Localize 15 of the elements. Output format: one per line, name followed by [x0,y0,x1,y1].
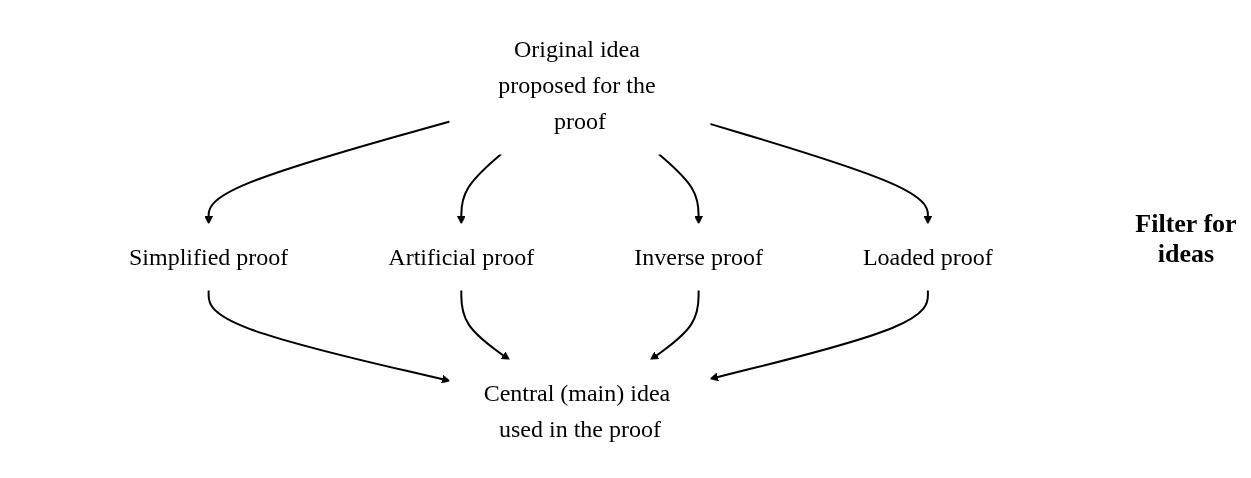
node-text: Inverse proof [633,244,763,270]
arrow [456,153,502,225]
node-text: Original idea proposed for the proof [497,36,656,134]
node-text: Loaded proof [862,244,993,270]
node-text: Artificial proof [387,244,534,270]
node-text: Central (main) idea used in the proof [483,380,670,442]
arrow [207,289,450,384]
side-note: Filter for ideas [1134,209,1238,269]
arrow [649,289,700,361]
arrow [203,120,451,225]
arrow [709,289,929,382]
arrow [459,289,510,361]
node-text: Simplified proof [128,244,288,270]
arrow [708,122,932,225]
arrow [657,153,703,225]
